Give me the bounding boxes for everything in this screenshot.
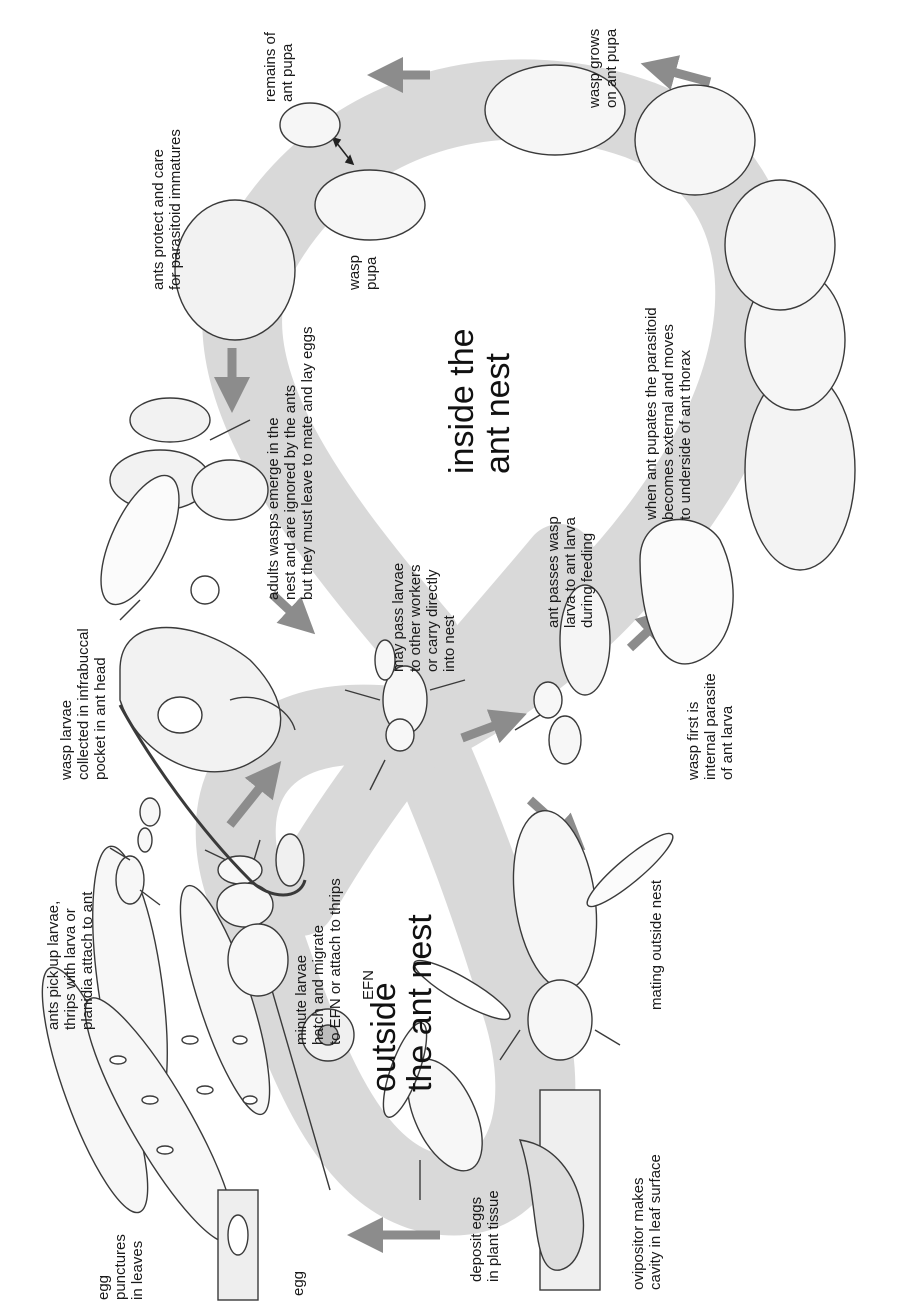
label-may-pass: may pass larvae to other workers or carr… [390,563,458,672]
label-mating-outside: mating outside nest [648,880,665,1010]
egg-icon [218,1190,258,1300]
label-ovipositor: ovipositor makes cavity in leaf surface [630,1154,664,1290]
title-inside-nest: inside the ant nest [444,328,516,474]
label-ant-passes: ant passes wasp larva to ant larva durin… [545,516,596,628]
label-egg: egg [290,1271,307,1296]
label-wasp-larvae-collected: wasp larvae collected in infrabuccal poc… [58,628,109,780]
arrow-to-wasp-grows [658,68,710,82]
label-ants-protect: ants protect and care for parasitoid imm… [150,129,184,290]
label-wasp-grows: wasp grows on ant pupa [586,29,620,108]
larva-icon [640,520,733,664]
label-minute-larvae: minute larvae hatch and migrate to EFN o… [293,878,344,1045]
label-deposit-eggs: deposit eggs in plant tissue [468,1190,502,1282]
label-wasp-first: wasp first is internal parasite of ant l… [685,673,736,780]
label-ants-pick-up: ants pick up larvae, thrips with larva o… [45,892,96,1030]
label-remains: remains of ant pupa [262,32,296,102]
label-adults-emerge: adults wasps emerge in the nest and are … [265,327,316,601]
label-egg-punctures: egg punctures in leaves [95,1234,146,1300]
title-outside-nest: outside the ant nest [366,914,438,1092]
label-ant-pupates: when ant pupates the parasitoid becomes … [643,307,694,520]
label-wasp-pupa: wasp pupa [346,255,380,290]
